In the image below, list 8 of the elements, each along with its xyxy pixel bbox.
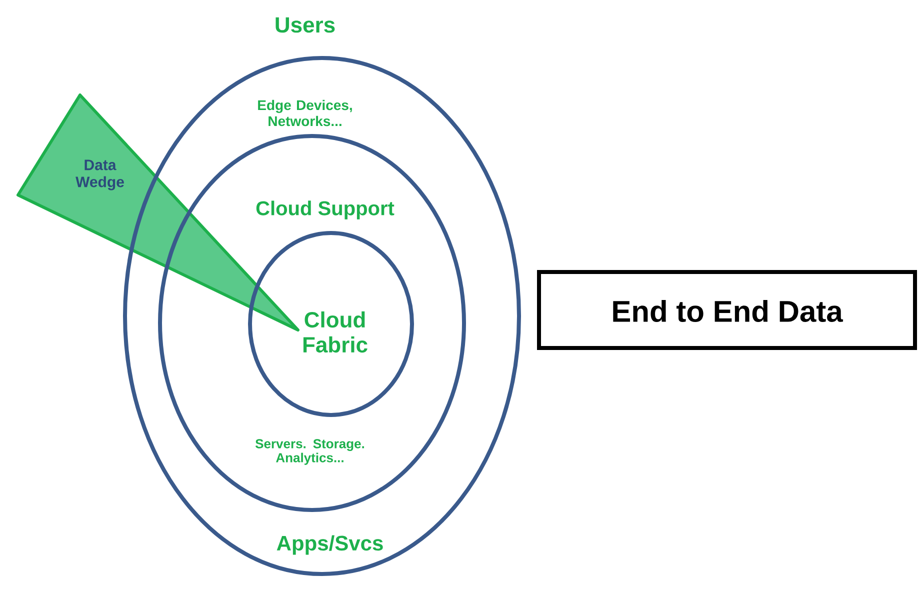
ring-heading: Cloud Support — [256, 200, 394, 220]
wedge-label: Data Wedge — [76, 160, 124, 190]
title-box: End to End Data — [537, 270, 918, 350]
ring-label: Servers. Storage. Analytics... — [255, 439, 364, 465]
ring-heading: Cloud Fabric — [303, 311, 368, 353]
ring-heading: Users — [276, 17, 335, 33]
ring-label: Edge Devices, Networks... — [258, 100, 352, 126]
ring-label: Apps/Svcs — [276, 535, 383, 555]
